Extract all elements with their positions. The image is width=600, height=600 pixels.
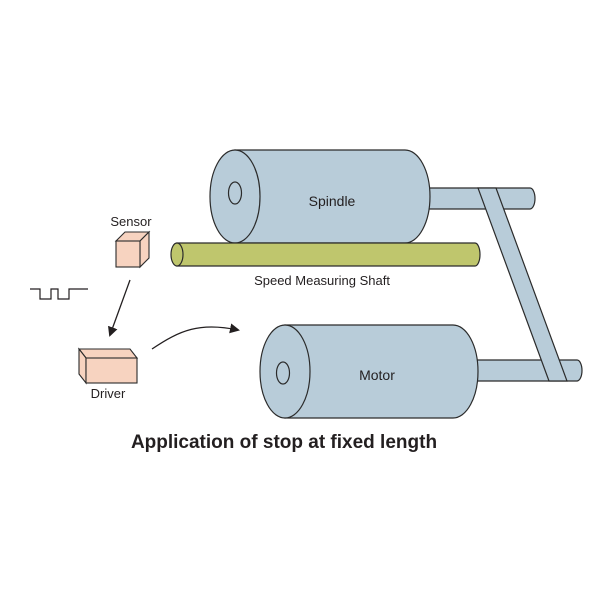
sensor-box-icon <box>114 230 151 269</box>
spindle-bore-icon <box>227 181 243 205</box>
square-wave-pulse-icon <box>30 288 88 300</box>
shaft-label: Speed Measuring Shaft <box>254 273 390 288</box>
diagram-title: Application of stop at fixed length <box>131 432 437 453</box>
spindle-cylinder: Spindle <box>209 149 431 244</box>
drive-belt <box>424 187 583 382</box>
speed-measuring-shaft: Speed Measuring Shaft <box>170 242 481 288</box>
driver-label: Driver <box>91 386 126 401</box>
spindle-output-shaft <box>424 187 536 210</box>
driver-to-motor-arrow <box>151 323 240 350</box>
driver-box-icon <box>77 347 139 385</box>
motor-cylinder: Motor <box>259 324 479 419</box>
motor-bore-icon <box>275 361 291 385</box>
belt-band <box>477 187 568 382</box>
sensor-label: Sensor <box>110 214 152 229</box>
sensor-to-driver-arrow <box>108 279 131 337</box>
motor-label: Motor <box>359 367 395 383</box>
spindle-label: Spindle <box>309 193 356 209</box>
